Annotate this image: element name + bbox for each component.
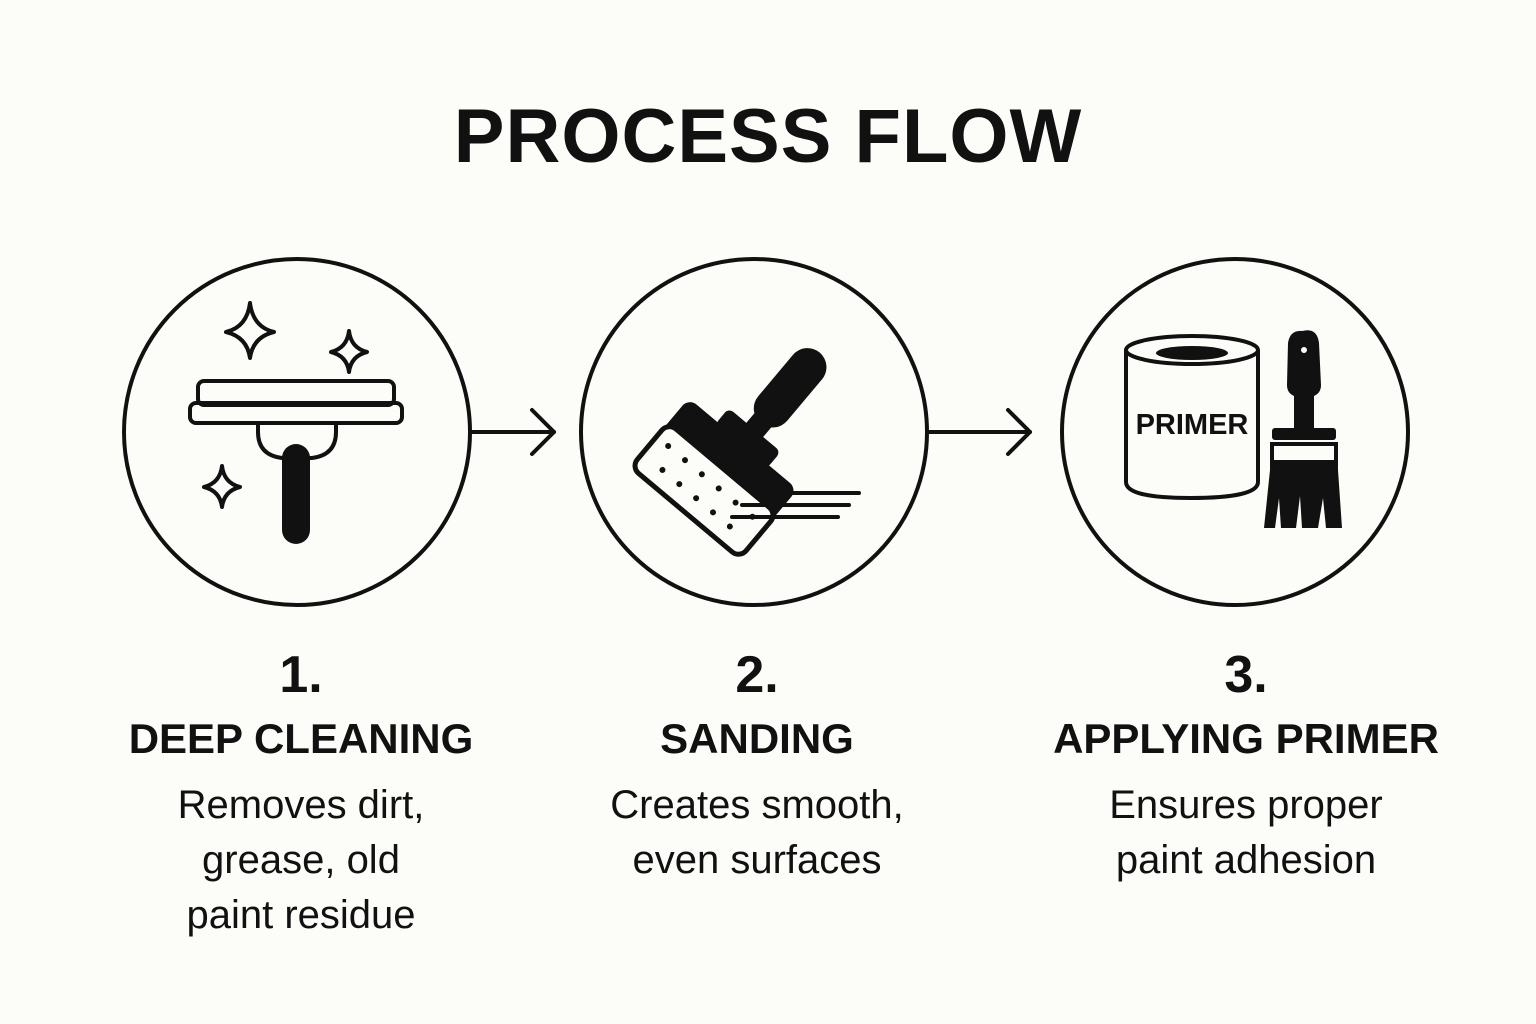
step-title: SANDING — [660, 715, 854, 762]
squeegee-with-sparkles-icon — [188, 301, 404, 544]
step-1-circle — [122, 257, 472, 607]
primer-can-and-brush-icon: PRIMER — [1124, 330, 1342, 528]
step-description: Ensures proper paint adhesion — [1016, 778, 1476, 888]
step-description-line: Removes dirt, — [177, 783, 425, 827]
step-title: DEEP CLEANING — [128, 715, 474, 762]
sparkle-icon — [202, 464, 242, 509]
step-description-line: paint residue — [186, 893, 416, 937]
step-description-line: even surfaces — [632, 838, 882, 882]
sparkle-icon — [224, 301, 276, 360]
primer-can-label: PRIMER — [1136, 409, 1249, 441]
step-number: 1. — [279, 646, 323, 704]
step-description-line: grease, old — [202, 838, 400, 882]
step-3-circle — [1060, 257, 1410, 607]
step-2: 2. SANDING Creates smooth, even surfaces — [527, 640, 987, 888]
step-description-line: Creates smooth, — [610, 783, 904, 827]
page-title: PROCESS FLOW — [453, 94, 1083, 179]
step-title: APPLYING PRIMER — [1053, 715, 1439, 762]
step-number: 3. — [1224, 646, 1268, 704]
arrow-right-icon — [927, 408, 1032, 456]
step-description: Removes dirt, grease, old paint residue — [71, 778, 531, 943]
step-number: 2. — [735, 646, 779, 704]
step-description-line: paint adhesion — [1115, 838, 1377, 882]
primer-can-icon: PRIMER — [1124, 334, 1260, 500]
paintbrush-icon — [1264, 330, 1342, 528]
step-description: Creates smooth, even surfaces — [527, 778, 987, 888]
step-description-line: Ensures proper — [1109, 783, 1383, 827]
step-3: 3. APPLYING PRIMER Ensures proper paint … — [1016, 640, 1476, 888]
sanding-block-icon — [632, 348, 861, 557]
sparkle-icon — [329, 329, 369, 374]
arrow-right-icon — [468, 408, 556, 456]
step-1: 1. DEEP CLEANING Removes dirt, grease, o… — [71, 640, 531, 943]
